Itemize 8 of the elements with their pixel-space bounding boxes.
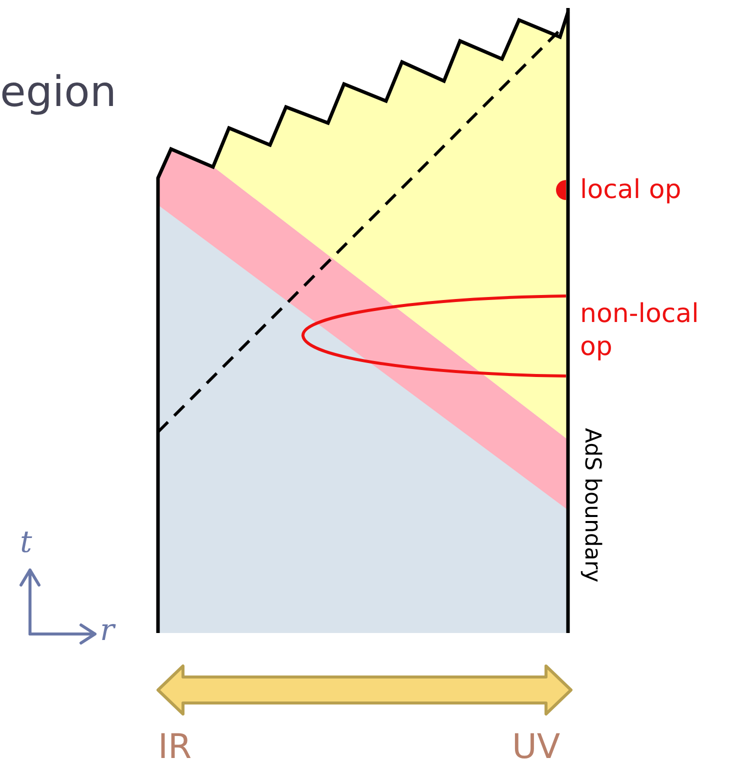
title-fragment: egion (0, 66, 116, 118)
scale-label: IR (158, 726, 192, 768)
boundary-label: AdS boundary (578, 428, 606, 582)
axis-label: t (20, 524, 32, 562)
operator-label: non-local op (580, 298, 700, 363)
axis-label: r (100, 612, 114, 650)
scale-label: UV (512, 726, 560, 768)
operator-label: local op (580, 174, 682, 206)
